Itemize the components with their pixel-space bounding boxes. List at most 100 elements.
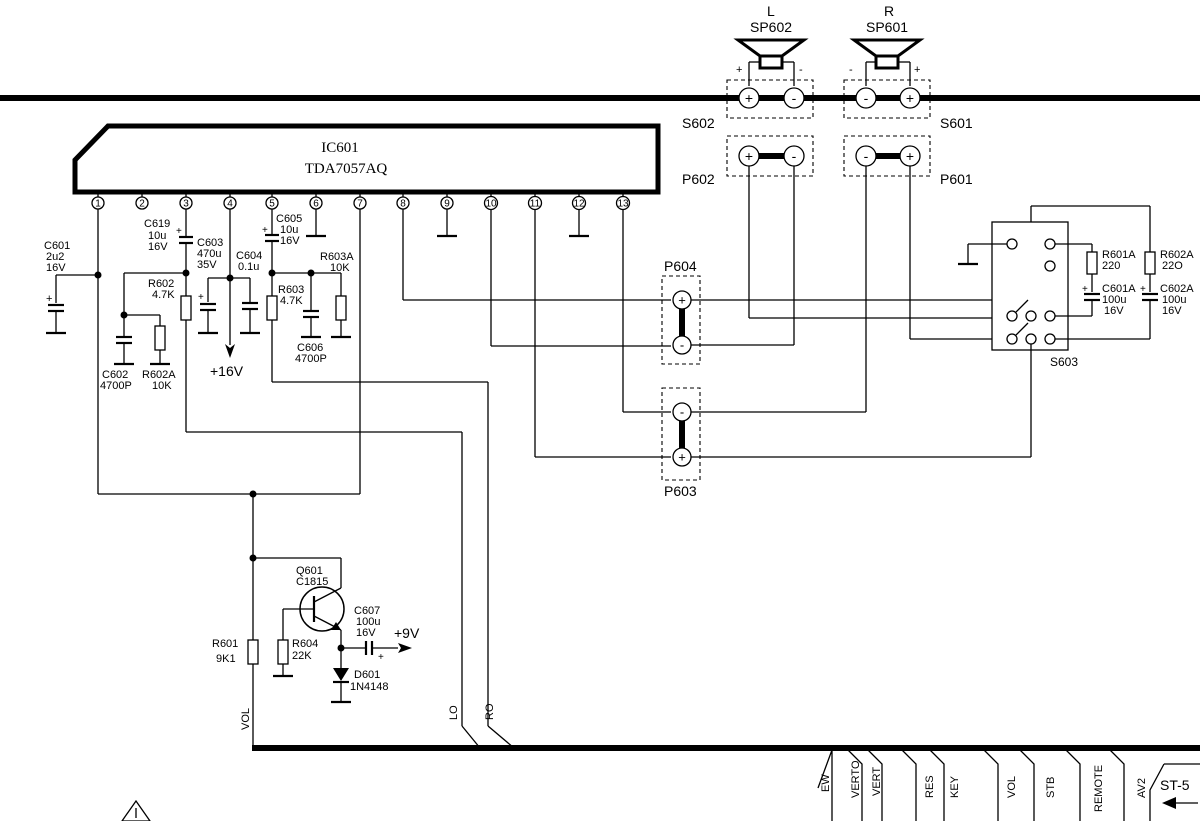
pin-4: 4: [227, 199, 233, 210]
c601a-volt: 16V: [1104, 305, 1124, 317]
svg-text:+: +: [1140, 284, 1146, 295]
c603-ref: C603: [197, 237, 223, 249]
r601a-val: 220: [1102, 260, 1120, 272]
pin-11: 11: [530, 199, 541, 210]
c604-ref: C604: [236, 250, 262, 262]
r601-ref: R601: [212, 638, 238, 650]
sp601-side: R: [884, 3, 894, 19]
s602-label: S602: [682, 115, 715, 131]
r603-ref: R603: [278, 284, 304, 296]
ic601-body: [72, 123, 661, 195]
supply-16v: +16V: [210, 363, 244, 379]
p602-label: P602: [682, 171, 715, 187]
bottom-connector-strip: EW VERTO VERT RES KEY VOL STB REMOTE AV2…: [817, 749, 1200, 821]
r602a-val: 10K: [152, 380, 172, 392]
c601-val: 2u2: [46, 251, 64, 263]
c605-ref: C605: [276, 213, 302, 225]
label-key: KEY: [949, 775, 961, 798]
pin3-network: + C619 10u 16V R602 4.7K C602 4700P R602…: [100, 209, 193, 432]
pin4-network: + C603 470u 35V C604 0.1u +16V: [197, 209, 262, 379]
label-stb: STB: [1045, 777, 1057, 798]
r602a-ref: R602A: [142, 369, 176, 381]
svg-text:+: +: [176, 226, 182, 237]
svg-text:-: -: [799, 64, 803, 76]
c606-ref: C606: [297, 342, 323, 354]
c603-val: 470u: [197, 248, 221, 260]
svg-text:+: +: [262, 225, 268, 236]
r604-val: 22K: [292, 650, 312, 662]
c607-val: 100u: [356, 616, 380, 628]
r602a-c602a: + R602A 22O C602A 100u 16V: [1055, 249, 1194, 340]
svg-text:+: +: [745, 90, 753, 106]
svg-text:+: +: [906, 148, 914, 164]
svg-text:-: -: [864, 148, 869, 164]
pin-6: 6: [313, 199, 319, 210]
c602-val: 4700P: [100, 380, 132, 392]
label-ew: EW: [820, 774, 832, 792]
s603-label: S603: [1050, 355, 1078, 369]
c607-volt: 16V: [356, 627, 376, 639]
r602-ref: R602: [148, 278, 174, 290]
pin-7: 7: [357, 199, 363, 210]
speaker-sp601: R SP601 - +: [849, 3, 925, 86]
svg-text:+: +: [1082, 284, 1088, 295]
speaker-links: [748, 166, 1004, 412]
c607-ref: C607: [354, 605, 380, 617]
svg-text:-: -: [680, 405, 684, 420]
pin-8: 8: [400, 199, 406, 210]
lo-route: [186, 431, 463, 726]
lo-label: LO: [448, 705, 460, 720]
r601-val: 9K1: [216, 653, 236, 665]
q601-group: Q601 C1815 R604 22K + C607 100u 16V +9V …: [273, 558, 420, 704]
supply-9v: +9V: [394, 625, 420, 641]
ic601-ref: IC601: [321, 140, 359, 156]
label-verto: VERTO: [850, 760, 862, 798]
speaker-sp602: L SP602 + -: [733, 3, 809, 86]
sp602-side: L: [767, 3, 775, 19]
d601-part: 1N4148: [350, 681, 389, 693]
svg-text:+: +: [198, 292, 204, 303]
r602a-right-val: 22O: [1162, 260, 1183, 272]
s601-label: S601: [940, 115, 973, 131]
svg-text:-: -: [792, 90, 797, 106]
c619-ref: C619: [144, 218, 170, 230]
r601a-ref: R601A: [1102, 249, 1136, 261]
c602a-volt: 16V: [1162, 305, 1182, 317]
bus-taps: LO RO: [448, 703, 515, 749]
p603-label: P603: [664, 483, 697, 499]
ro-label: RO: [484, 703, 496, 720]
c602a-ref: C602A: [1160, 283, 1194, 295]
svg-text:-: -: [864, 90, 869, 106]
c601a-ref: C601A: [1102, 283, 1136, 295]
ic601-pins: 1 2 3 4 5 6 7 8 9 10 11 12 13: [91, 192, 631, 211]
label-remote: REMOTE: [1093, 765, 1105, 812]
p602-connector: + - P602: [682, 135, 814, 187]
c601a-val: 100u: [1102, 294, 1126, 306]
p601-label: P601: [940, 171, 973, 187]
svg-text:+: +: [378, 652, 384, 663]
c604-val: 0.1u: [238, 261, 259, 273]
pin-13: 13: [617, 199, 629, 210]
warning-triangle-icon: [121, 799, 151, 821]
pin-1: 1: [95, 199, 101, 210]
pin-5: 5: [269, 199, 275, 210]
label-vert: VERT: [871, 767, 883, 796]
c601-group: + C601 2u2 16V: [44, 209, 102, 494]
r602-val: 4.7K: [152, 289, 175, 301]
pin-12: 12: [573, 199, 585, 210]
r601a-c601a: + R601A 220 C601A 100u 16V: [1055, 243, 1136, 317]
s601-connector: - + S601: [843, 79, 973, 131]
s602-connector: + - S602: [682, 79, 814, 131]
pin-10: 10: [485, 199, 497, 210]
label-vol: VOL: [1006, 776, 1018, 798]
c603-volt: 35V: [197, 259, 217, 271]
sp602-ref: SP602: [750, 19, 792, 35]
c601-plus: +: [46, 293, 52, 305]
svg-text:+: +: [914, 64, 920, 76]
vol-label: VOL: [240, 708, 252, 730]
svg-text:-: -: [849, 64, 853, 76]
p601-connector: - + P601: [843, 135, 973, 187]
label-st5: ST-5: [1160, 777, 1190, 793]
c602-ref: C602: [102, 369, 128, 381]
ic601-part: TDA7057AQ: [305, 161, 388, 177]
